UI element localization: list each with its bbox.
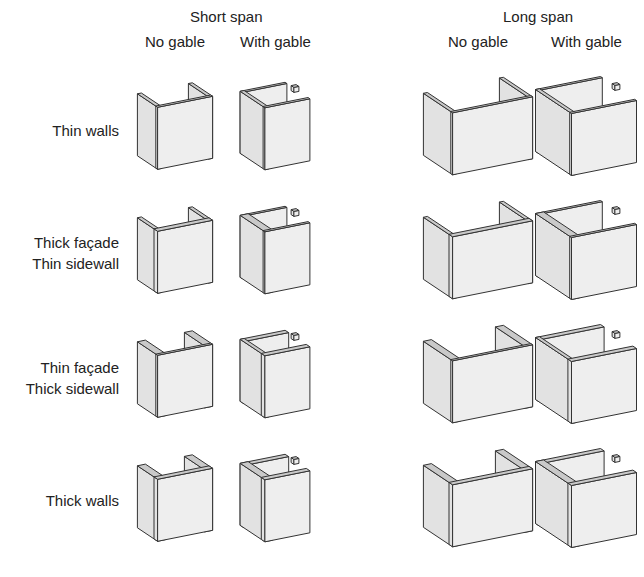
wall-face <box>265 471 310 542</box>
wall-face <box>265 99 310 170</box>
wall-face <box>495 325 532 346</box>
wall-face <box>536 338 572 424</box>
wall-face <box>291 457 299 460</box>
wall-face <box>536 337 576 362</box>
wall-face <box>568 359 572 423</box>
wall-face <box>158 344 213 417</box>
wall-face <box>612 83 620 86</box>
wall-face <box>568 346 637 361</box>
column-label: No gable <box>448 32 508 52</box>
row-label: Thick façade Thin sidewall <box>7 232 119 274</box>
wall-face <box>423 340 460 361</box>
wall-face <box>570 99 637 113</box>
wall-face <box>263 222 310 232</box>
wall-face <box>154 477 158 541</box>
wall-face <box>240 91 269 108</box>
wall-face <box>536 212 580 238</box>
wall-face <box>291 209 299 212</box>
wall-face <box>154 466 213 479</box>
wall-face <box>612 331 620 334</box>
wall-face <box>536 90 572 176</box>
wall-face <box>499 77 532 97</box>
wall-face <box>158 96 213 169</box>
wall-face <box>261 477 265 541</box>
wall-face <box>423 217 452 298</box>
wall-face <box>449 482 453 546</box>
row-label: Thin walls <box>7 120 119 141</box>
wall-face <box>265 347 310 418</box>
wall-face <box>423 93 452 175</box>
wall-face <box>449 234 453 298</box>
wall-face <box>265 223 310 294</box>
wall-face <box>261 344 310 355</box>
wall-face <box>263 98 310 108</box>
wall-face <box>536 325 605 340</box>
wall-face <box>536 89 576 114</box>
row-label: Thick walls <box>7 490 119 511</box>
wall-face <box>449 466 533 484</box>
wall-face <box>261 468 310 479</box>
wall-face <box>158 468 213 541</box>
column-label: No gable <box>145 32 205 52</box>
wall-face <box>291 85 299 88</box>
wall-face <box>612 207 620 210</box>
wall-face <box>291 333 299 336</box>
column-label: Short span <box>190 7 263 27</box>
wall-face <box>570 223 637 237</box>
wall-face <box>536 77 603 91</box>
wall-face <box>261 353 265 417</box>
column-label: Long span <box>503 7 573 27</box>
wall-face <box>240 82 287 92</box>
wall-face <box>536 201 603 215</box>
column-label: With gable <box>551 32 622 52</box>
wall-face <box>451 96 533 113</box>
wall-face <box>568 470 637 485</box>
wall-face <box>154 218 213 232</box>
wall-face <box>568 483 572 547</box>
wall-face <box>612 455 620 458</box>
wall-face <box>451 344 533 361</box>
wall-face <box>156 95 213 107</box>
wall-face <box>154 229 158 293</box>
wall-face <box>158 220 213 293</box>
wall-face <box>423 93 456 113</box>
wall-face <box>240 214 273 232</box>
wall-face <box>449 218 533 237</box>
wall-face <box>240 330 289 341</box>
wall-face <box>156 343 213 355</box>
column-label: With gable <box>240 32 311 52</box>
row-label: Thin façade Thick sidewall <box>7 357 119 399</box>
